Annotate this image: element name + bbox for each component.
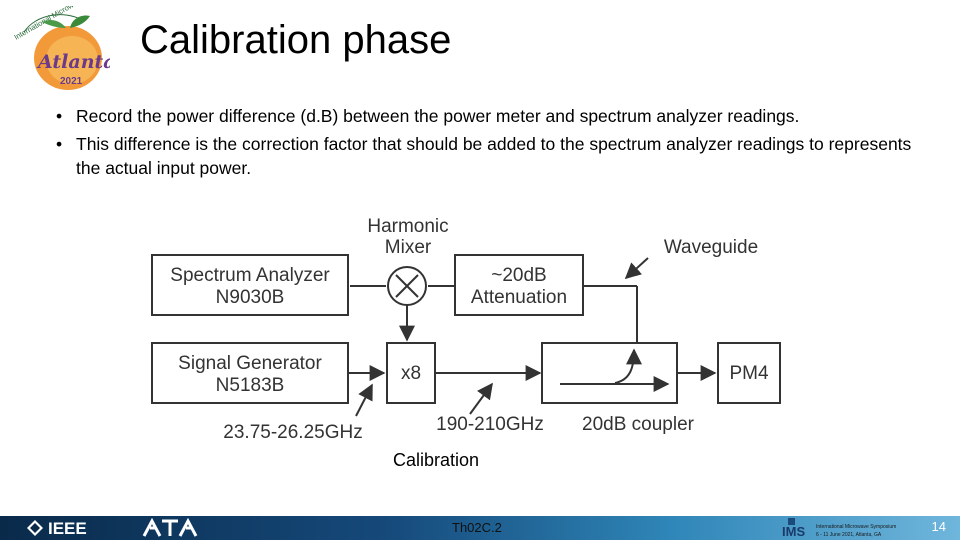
svg-text:IMS: IMS <box>782 524 805 539</box>
spectrum-analyzer-label: Spectrum Analyzer <box>170 265 330 286</box>
attenuator-label-line2: Attenuation <box>471 287 567 308</box>
ims-atlanta-logo: International Microwave Symposium Atlant… <box>13 6 110 90</box>
power-meter-block <box>717 342 781 404</box>
slide-title: Calibration phase <box>140 18 452 62</box>
bullet-text: This difference is the correction factor… <box>76 134 912 178</box>
sg-frequency-label: 23.75-26.25GHz <box>223 422 362 443</box>
mult-freq-pointer <box>469 382 493 415</box>
coupler-block <box>541 342 678 404</box>
ieee-wordmark: IEEE <box>48 519 87 537</box>
figure-caption: Calibration <box>392 450 480 470</box>
page-number: 14 <box>931 519 946 534</box>
ims-footer-line2: 6 - 11 June 2021, Atlanta, GA <box>816 532 882 538</box>
logo-year: 2021 <box>60 76 83 87</box>
bullet-text: Record the power difference (d.B) betwee… <box>76 106 800 126</box>
multiplier-label: x8 <box>401 363 421 384</box>
mixer-label-line2: Mixer <box>385 237 432 258</box>
spectrum-analyzer-block <box>151 254 349 316</box>
bullet-item: • Record the power difference (d.B) betwe… <box>52 104 932 128</box>
ieee-logo: IEEE <box>27 519 87 537</box>
session-code: Th02C.2 <box>452 520 502 535</box>
bullet-dot: • <box>56 134 63 154</box>
waveguide-label: Waveguide <box>664 237 758 258</box>
bullet-item: • This difference is the correction facto… <box>52 132 932 180</box>
bullet-dot: • <box>56 106 63 126</box>
attenuator-label-line1: ~20dB <box>491 265 546 286</box>
bullet-list: • Record the power difference (d.B) betwe… <box>52 104 932 184</box>
signal-generator-model: N5183B <box>216 375 285 396</box>
coupler-coupled-arrow <box>614 348 642 384</box>
waveguide-pointer <box>624 257 649 280</box>
signal-generator-label: Signal Generator <box>178 353 322 374</box>
spectrum-analyzer-model: N9030B <box>216 287 285 308</box>
coupler-label: 20dB coupler <box>582 414 695 435</box>
multiplier-frequency-label: 190-210GHz <box>436 414 544 435</box>
ims-footer-logo: IMS International Microwave Symposium 6 … <box>782 518 896 539</box>
mixer-cross-line <box>395 274 419 298</box>
mtts-logo-icon <box>142 518 198 537</box>
footer-bar: IEEE Th02C.2 IMS International Microwave… <box>0 516 960 540</box>
ims-footer-line1: International Microwave Symposium <box>816 524 896 530</box>
sg-freq-pointer <box>355 383 373 417</box>
mixer-label-line1: Harmonic <box>367 216 448 237</box>
power-meter-label: PM4 <box>729 363 769 384</box>
logo-city: Atlanta <box>36 51 110 73</box>
